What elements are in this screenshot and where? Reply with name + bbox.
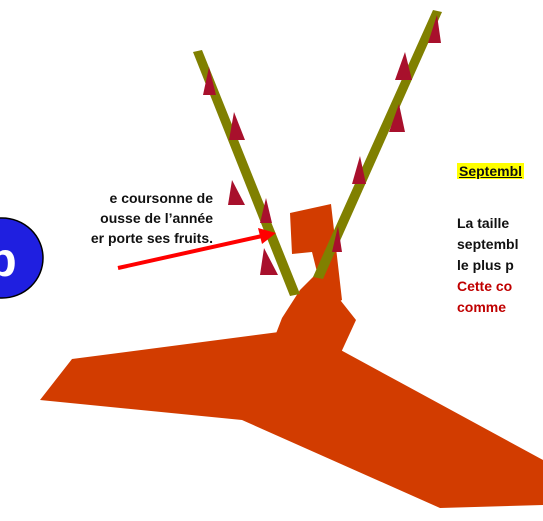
left-caption-line-3: er porte ses fruits.	[90, 230, 213, 246]
bud	[389, 104, 405, 132]
cut-stub	[290, 204, 342, 308]
right-caption-line-2: septembl	[457, 236, 519, 252]
bud	[228, 180, 245, 205]
bud	[395, 52, 412, 80]
right-caption-line-5: comme	[457, 299, 507, 315]
left-caption: e coursonne de ousse de l’année er porte…	[91, 188, 213, 248]
left-caption-line-1: e coursonne de	[109, 190, 213, 206]
buds-right	[332, 15, 441, 252]
right-caption-line-3: le plus p	[457, 257, 514, 273]
bud	[260, 248, 278, 275]
spur-trunk	[260, 272, 356, 420]
bud	[428, 15, 441, 43]
pointer-arrow	[117, 228, 276, 270]
bud	[352, 156, 366, 184]
bud	[260, 198, 272, 223]
bud	[332, 226, 342, 252]
right-caption-line-4: Cette co	[457, 278, 513, 294]
right-caption: La taille septembl le plus p Cette co co…	[457, 213, 518, 318]
right-shoot	[313, 10, 442, 279]
step-badge-label: b	[0, 234, 17, 287]
bud	[203, 67, 216, 95]
buds-left	[203, 67, 278, 275]
right-heading: Septembl	[457, 163, 525, 179]
left-caption-line-2: ousse de l’année	[100, 210, 213, 226]
step-badge: b	[0, 217, 44, 299]
bud	[229, 112, 245, 140]
right-caption-line-1: La taille	[457, 215, 510, 231]
